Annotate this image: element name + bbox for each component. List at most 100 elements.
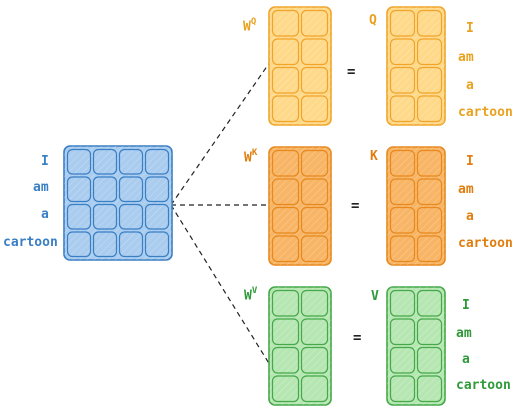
- matrix-cell: [92, 203, 118, 230]
- matrix-cell: [300, 346, 329, 374]
- weight-matrix-q: [268, 6, 332, 126]
- value-token-label: a: [462, 352, 470, 367]
- weight-superscript: V: [251, 286, 258, 296]
- matrix-hatch: [387, 147, 445, 265]
- matrix-cell: [389, 66, 416, 94]
- matrix-cell: [271, 178, 300, 206]
- matrix-cell: [300, 206, 329, 234]
- matrix-hatch: [269, 147, 331, 265]
- matrix-cell: [416, 318, 443, 346]
- matrix-cell: [118, 203, 144, 230]
- matrix-cell: [300, 66, 329, 94]
- matrix-cell: [300, 38, 329, 66]
- matrix-cell: [271, 95, 300, 123]
- dashed-connector-q: [170, 61, 271, 206]
- output-label-q: Q: [369, 13, 377, 28]
- matrix-cell: [271, 346, 300, 374]
- weight-matrix-k: [268, 146, 332, 266]
- matrix-cell: [389, 9, 416, 37]
- key-token-label: a: [466, 209, 474, 224]
- connector-lines: [170, 61, 271, 366]
- matrix-cell: [389, 375, 416, 403]
- matrix-cell: [389, 178, 416, 206]
- key-token-label: I: [466, 154, 474, 169]
- weight-base: W: [243, 19, 251, 35]
- value-token-label: cartoon: [456, 378, 511, 393]
- matrix-cell: [66, 231, 92, 258]
- weight-label-v: WV: [244, 286, 258, 304]
- input-token-label: am: [33, 180, 49, 195]
- matrix-cell: [416, 178, 443, 206]
- matrix-cell: [271, 235, 300, 263]
- matrix-cell: [144, 203, 170, 230]
- matrix-cell: [300, 9, 329, 37]
- output-matrix-k: [386, 146, 446, 266]
- matrix-cell: [416, 375, 443, 403]
- matrix-cell: [416, 346, 443, 374]
- input-matrix: [63, 145, 173, 261]
- matrix-cell: [416, 38, 443, 66]
- matrix-cell: [118, 148, 144, 175]
- matrix-cell: [92, 176, 118, 203]
- matrix-cell: [144, 176, 170, 203]
- key-token-label: am: [458, 182, 474, 197]
- equals-sign: =: [351, 198, 360, 214]
- matrix-cell: [416, 9, 443, 37]
- matrix-cell: [389, 206, 416, 234]
- query-token-label: cartoon: [458, 105, 513, 120]
- matrix-cell: [416, 235, 443, 263]
- output-matrix-v: [386, 286, 446, 406]
- matrix-cell: [271, 66, 300, 94]
- matrix-hatch: [64, 146, 172, 260]
- weight-base: W: [244, 150, 252, 166]
- matrix-cell: [271, 149, 300, 177]
- input-token-label: cartoon: [3, 235, 58, 250]
- matrix-cell: [389, 38, 416, 66]
- matrix-cell: [144, 231, 170, 258]
- matrix-cell: [300, 149, 329, 177]
- matrix-cell: [300, 289, 329, 317]
- matrix-cell: [389, 95, 416, 123]
- matrix-cell: [118, 176, 144, 203]
- matrix-cell: [92, 231, 118, 258]
- matrix-cell: [271, 38, 300, 66]
- output-matrix-q: [386, 6, 446, 126]
- matrix-cell: [271, 289, 300, 317]
- matrix-cell: [389, 346, 416, 374]
- matrix-cell: [416, 149, 443, 177]
- weight-matrix-v: [268, 286, 332, 406]
- value-token-label: I: [462, 298, 470, 313]
- matrix-cell: [300, 375, 329, 403]
- matrix-cell: [300, 235, 329, 263]
- weight-superscript: Q: [250, 17, 257, 27]
- matrix-cell: [389, 318, 416, 346]
- weight-label-k: WK: [244, 148, 258, 166]
- matrix-cell: [66, 203, 92, 230]
- query-token-label: am: [458, 50, 474, 65]
- matrix-cell: [271, 206, 300, 234]
- weight-base: W: [244, 288, 252, 304]
- dashed-connector-v: [170, 204, 271, 366]
- query-token-label: a: [466, 78, 474, 93]
- matrix-cell: [144, 148, 170, 175]
- output-label-v: V: [371, 289, 379, 304]
- matrix-hatch: [269, 287, 331, 405]
- input-token-label: I: [41, 154, 49, 169]
- matrix-cell: [416, 206, 443, 234]
- matrix-cell: [300, 178, 329, 206]
- matrix-cell: [416, 289, 443, 317]
- key-token-label: cartoon: [458, 236, 513, 251]
- matrix-cell: [300, 95, 329, 123]
- matrix-cell: [271, 9, 300, 37]
- output-label-k: K: [370, 149, 378, 164]
- matrix-cell: [416, 95, 443, 123]
- equals-sign: =: [353, 330, 362, 346]
- matrix-cell: [66, 148, 92, 175]
- query-token-label: I: [466, 21, 474, 36]
- matrix-cell: [389, 235, 416, 263]
- matrix-cell: [118, 231, 144, 258]
- matrix-cell: [271, 375, 300, 403]
- weight-superscript: K: [251, 148, 258, 158]
